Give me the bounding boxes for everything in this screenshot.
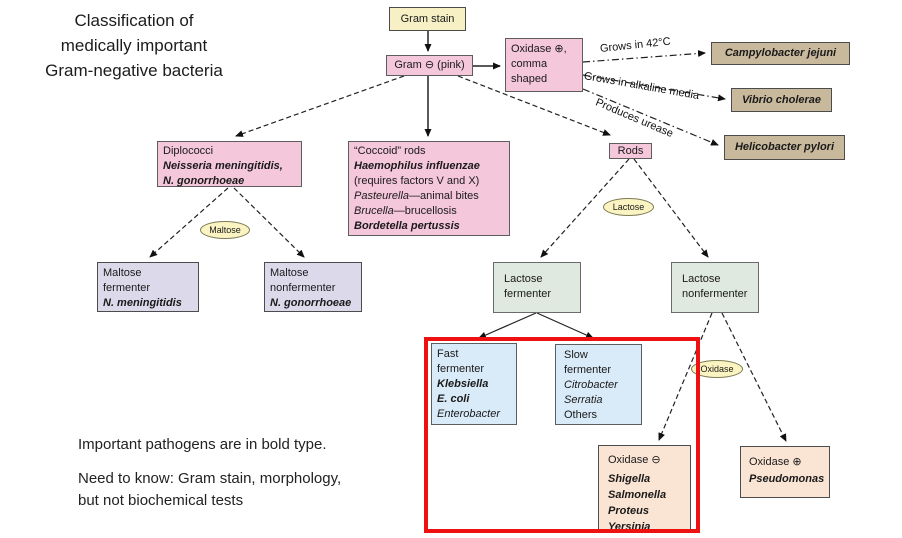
node-line: Oxidase ⊕, xyxy=(511,43,567,55)
node-line: Fast xyxy=(437,348,459,360)
note-line: Need to know: Gram stain, morphology, xyxy=(78,470,342,487)
node-line: Pasteurella—animal bites xyxy=(354,189,504,204)
node-diplococci: Diplococci Neisseria meningitidis, N. go… xyxy=(157,141,302,187)
node-line: Enterobacter xyxy=(437,408,500,420)
node-oxidase-comma-shaped: Oxidase ⊕, comma shaped xyxy=(505,38,583,92)
node-line: Lactose xyxy=(682,273,721,285)
node-gram-negative: Gram ⊖ (pink) xyxy=(386,55,473,76)
node-oxidase-positive: Oxidase ⊕ Pseudomonas xyxy=(740,446,830,498)
node-line: fermenter xyxy=(103,282,151,294)
node-line: “Coccoid” rods xyxy=(354,145,426,157)
title-line: medically important xyxy=(60,36,208,55)
node-line: fermenter xyxy=(437,363,485,375)
node-helicobacter-pylori: Helicobacter pylori xyxy=(724,135,845,160)
node-gram-stain: Gram stain xyxy=(389,7,466,31)
node-line: Maltose xyxy=(103,267,142,279)
node-line: Haemophilus influenzae xyxy=(354,160,480,172)
node-line: nonfermenter xyxy=(682,288,748,300)
oval-lactose: Lactose xyxy=(603,198,654,216)
node-line: comma xyxy=(511,58,548,70)
node-line: Salmonella xyxy=(608,489,667,501)
node-vibrio-cholerae: Vibrio cholerae xyxy=(731,88,832,112)
note-need-to-know: Need to know: Gram stain, morphology, bu… xyxy=(78,468,341,512)
node-label: Vibrio cholerae xyxy=(741,93,822,106)
node-fast-fermenter: Fast fermenter Klebsiella E. coli Entero… xyxy=(431,343,517,425)
genus-name: Brucella xyxy=(354,205,394,217)
node-line: fermenter xyxy=(564,364,612,376)
node-line: Citrobacter xyxy=(564,379,618,391)
node-oxidase-negative: Oxidase ⊖ Shigella Salmonella Proteus Ye… xyxy=(598,445,691,533)
node-rods: Rods xyxy=(609,143,652,159)
node-label: Rods xyxy=(617,145,644,157)
edge-label-produces-urease: Produces urease xyxy=(593,96,675,141)
node-gram-stain-label: Gram stain xyxy=(400,12,455,25)
node-line: nonfermenter xyxy=(270,282,336,294)
node-line: Lactose xyxy=(504,273,543,285)
note-line: but not biochemical tests xyxy=(78,492,244,509)
node-maltose-fermenter: Maltose fermenter N. meningitidis xyxy=(97,262,199,312)
node-line: fermenter xyxy=(504,288,552,300)
node-label: Helicobacter pylori xyxy=(734,141,835,153)
node-line: Bordetella pertussis xyxy=(354,220,460,232)
node-line: Others xyxy=(564,409,598,421)
node-line: E. coli xyxy=(437,393,470,405)
node-line: Serratia xyxy=(564,394,603,406)
node-line: N. meningitidis xyxy=(103,297,182,309)
line-rest: —animal bites xyxy=(409,190,479,202)
slide-title: Classification of medically important Gr… xyxy=(26,8,242,83)
node-line: Maltose xyxy=(270,267,309,279)
node-line: N. gonorrhoeae xyxy=(270,297,352,309)
node-line: Slow xyxy=(564,349,588,361)
node-line: (requires factors V and X) xyxy=(354,175,480,187)
node-line: Oxidase ⊕ xyxy=(749,456,802,468)
node-label: Campylobacter jejuni xyxy=(724,47,837,59)
genus-name: Pasteurella xyxy=(354,190,410,202)
title-line: Gram-negative bacteria xyxy=(45,61,223,80)
edge-label-grows-42c: Grows in 42°C xyxy=(599,35,672,55)
node-line: Shigella xyxy=(608,473,651,485)
node-slow-fermenter: Slow fermenter Citrobacter Serratia Othe… xyxy=(555,344,642,425)
node-line: Pseudomonas xyxy=(749,473,825,485)
oval-maltose: Maltose xyxy=(200,221,250,239)
node-line: Oxidase ⊖ xyxy=(608,454,661,466)
title-line: Classification of xyxy=(74,11,194,30)
node-line: shaped xyxy=(511,73,548,85)
node-line: Proteus xyxy=(608,505,649,517)
node-lactose-nonfermenter: Lactose nonfermenter xyxy=(671,262,759,313)
node-line: Klebsiella xyxy=(437,378,489,390)
note-bold-type: Important pathogens are in bold type. xyxy=(78,436,327,453)
node-line: Brucella—brucellosis xyxy=(354,204,504,219)
node-coccoid-rods: “Coccoid” rods Haemophilus influenzae (r… xyxy=(348,141,510,236)
node-line: N. gonorrhoeae xyxy=(163,175,245,187)
node-lactose-fermenter: Lactose fermenter xyxy=(493,262,581,313)
highlight-rectangle xyxy=(424,337,700,533)
node-line: Diplococci xyxy=(163,145,214,157)
node-gram-negative-label: Gram ⊖ (pink) xyxy=(394,59,465,71)
node-line: Neisseria meningitidis, xyxy=(163,160,283,172)
node-campylobacter-jejuni: Campylobacter jejuni xyxy=(711,42,850,65)
line-rest: —brucellosis xyxy=(393,205,457,217)
node-maltose-nonfermenter: Maltose nonfermenter N. gonorrhoeae xyxy=(264,262,362,312)
